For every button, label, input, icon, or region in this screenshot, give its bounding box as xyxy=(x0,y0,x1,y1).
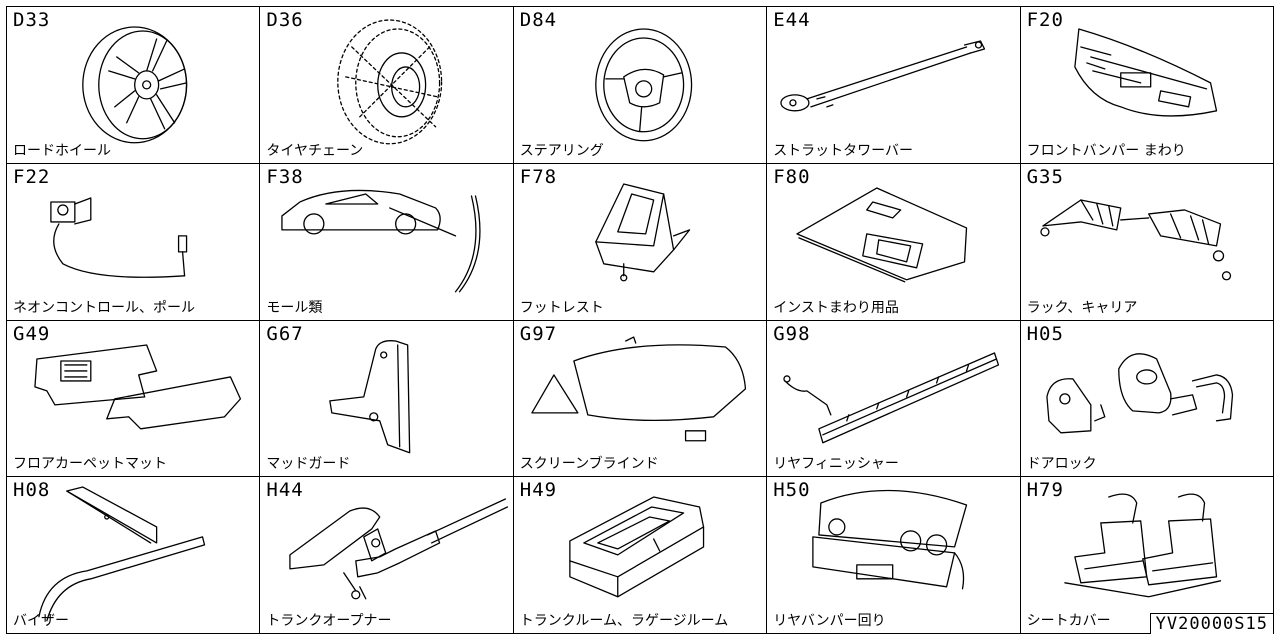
part-label: リヤバンパー回り xyxy=(773,613,886,629)
part-label: スクリーンブラインド xyxy=(519,456,659,473)
part-label: トランクオープナー xyxy=(266,613,392,629)
part-label: フットレスト xyxy=(519,299,604,316)
part-code: F22 xyxy=(13,165,51,188)
strut-tower-bar-icon xyxy=(767,7,1019,163)
part-cell-f78[interactable]: F78 フットレスト xyxy=(513,163,768,321)
part-code: H79 xyxy=(1026,479,1064,502)
part-code: H50 xyxy=(773,479,811,502)
part-label: トランクルーム、ラゲージルーム xyxy=(519,613,729,629)
parts-catalog-grid: D33 ロードホイール D36 タイヤチェーン xyxy=(6,6,1274,634)
part-label: インストまわり用品 xyxy=(773,299,899,316)
part-code: D36 xyxy=(266,9,304,31)
part-label: ドアロック xyxy=(1026,456,1097,473)
part-code: G97 xyxy=(519,322,558,345)
part-code: F80 xyxy=(773,165,811,188)
trunk-room-icon xyxy=(514,477,766,633)
door-lock-icon xyxy=(1021,321,1273,477)
part-code: E44 xyxy=(773,9,811,31)
road-wheel-icon xyxy=(7,7,259,163)
part-cell-f20[interactable]: F20 フロントバンパー まわり xyxy=(1020,7,1274,164)
molding-icon xyxy=(260,164,512,320)
part-cell-h50[interactable]: H50 リヤバンパー回り xyxy=(767,477,1021,634)
part-cell-g49[interactable]: G49 フロアカーペットマット xyxy=(7,320,261,478)
part-label: タイヤチェーン xyxy=(266,142,364,159)
part-code: F38 xyxy=(266,165,304,188)
part-cell-e44[interactable]: E44 ストラットタワーバー xyxy=(767,7,1021,164)
front-bumper-icon xyxy=(1021,7,1273,163)
part-label: ネオンコントロール、ポール xyxy=(13,299,195,316)
part-label: リヤフィニッシャー xyxy=(773,456,899,473)
part-code: H05 xyxy=(1026,322,1064,345)
part-cell-f22[interactable]: F22 ネオンコントロール、ポール xyxy=(7,163,261,321)
part-label: バイザー xyxy=(13,613,69,629)
steering-wheel-icon xyxy=(514,7,766,163)
part-cell-d33[interactable]: D33 ロードホイール xyxy=(7,7,261,164)
roof-rack-icon xyxy=(1021,164,1273,320)
part-label: ストラットタワーバー xyxy=(773,142,914,159)
part-code: G35 xyxy=(1026,165,1064,188)
part-cell-h08[interactable]: H08 バイザー xyxy=(7,477,261,634)
part-code: D33 xyxy=(13,9,51,31)
document-id: YV20000S15 xyxy=(1149,613,1273,634)
screen-blind-icon xyxy=(514,321,766,477)
rear-bumper-icon xyxy=(767,477,1019,633)
part-cell-g67[interactable]: G67 マッドガード xyxy=(260,320,514,478)
part-label: ステアリング xyxy=(519,142,604,159)
instrument-panel-icon xyxy=(767,164,1019,320)
mud-guard-icon xyxy=(260,321,512,477)
trunk-opener-icon xyxy=(260,477,512,633)
part-cell-f38[interactable]: F38 モール類 xyxy=(260,163,514,321)
part-label: ロードホイール xyxy=(13,142,111,159)
part-cell-h49[interactable]: H49 トランクルーム、ラゲージルーム xyxy=(513,477,768,634)
part-label: シートカバー xyxy=(1026,613,1111,629)
floor-mat-icon xyxy=(7,321,259,477)
rear-finisher-icon xyxy=(767,321,1019,477)
part-code: H08 xyxy=(13,479,51,502)
part-label: マッドガード xyxy=(266,456,351,473)
part-code: D84 xyxy=(519,9,558,31)
part-cell-h44[interactable]: H44 トランクオープナー xyxy=(260,477,514,634)
part-code: G49 xyxy=(13,322,51,345)
part-cell-d36[interactable]: D36 タイヤチェーン xyxy=(260,7,514,164)
part-code: H44 xyxy=(266,479,304,502)
part-code: H49 xyxy=(519,479,558,502)
part-cell-g98[interactable]: G98 リヤフィニッシャー xyxy=(767,320,1021,478)
part-cell-g35[interactable]: G35 ラック、キャリア xyxy=(1020,163,1274,321)
part-label: モール類 xyxy=(266,299,323,316)
part-label: フロントバンパー まわり xyxy=(1026,142,1186,159)
part-cell-g97[interactable]: G97 スクリーンブラインド xyxy=(513,320,768,478)
part-code: F20 xyxy=(1026,9,1064,31)
part-code: F78 xyxy=(519,165,558,188)
neon-control-icon xyxy=(7,164,259,320)
part-label: ラック、キャリア xyxy=(1026,299,1138,316)
part-code: G67 xyxy=(266,322,304,345)
footrest-icon xyxy=(514,164,766,320)
part-code: G98 xyxy=(773,322,811,345)
part-cell-f80[interactable]: F80 インストまわり用品 xyxy=(767,163,1021,321)
part-cell-d84[interactable]: D84 ステアリング xyxy=(513,7,768,164)
seat-cover-icon xyxy=(1021,477,1273,633)
tire-chain-icon xyxy=(260,7,512,163)
part-label: フロアカーペットマット xyxy=(13,456,167,473)
visor-icon xyxy=(7,477,259,633)
part-cell-h79[interactable]: H79 シートカバー xyxy=(1020,477,1274,634)
part-cell-h05[interactable]: H05 ドアロック xyxy=(1020,320,1274,478)
